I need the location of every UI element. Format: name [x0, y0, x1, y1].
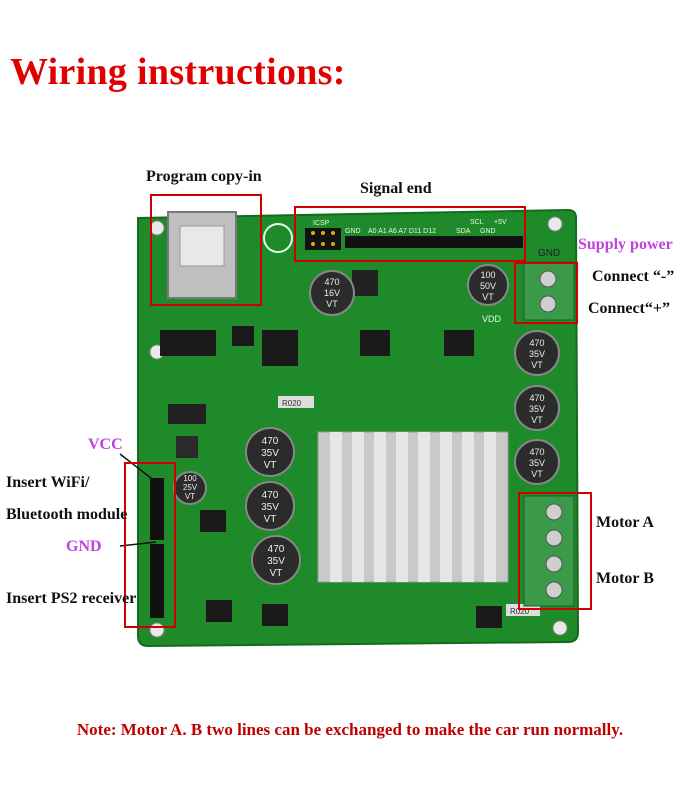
gnd-pin-silkscreen: GND — [480, 228, 496, 235]
icsp-header — [305, 228, 341, 250]
chip — [262, 604, 288, 626]
svg-text:470: 470 — [529, 393, 544, 403]
program-copy-in-label: Program copy-in — [146, 168, 262, 185]
vdd-silkscreen: VDD — [482, 314, 502, 324]
shunt-resistor-label: R020 — [510, 607, 530, 616]
svg-text:100: 100 — [183, 474, 197, 483]
svg-text:35V: 35V — [261, 502, 279, 513]
chip — [232, 326, 254, 346]
svg-text:VT: VT — [531, 469, 543, 479]
sda-silkscreen: SDA — [456, 228, 471, 235]
shunt-resistor — [278, 396, 314, 408]
ps2-header — [150, 544, 164, 618]
chip — [160, 330, 216, 356]
svg-text:35V: 35V — [529, 349, 545, 359]
wifi-bluetooth-header — [150, 478, 164, 540]
svg-text:470: 470 — [268, 544, 285, 555]
icsp-silkscreen: ICSP — [313, 220, 330, 227]
heatsink — [317, 431, 509, 583]
scl-silkscreen: SCL — [470, 219, 484, 226]
mounting-hole — [552, 620, 568, 636]
gnd-terminal-silkscreen: GND — [538, 248, 560, 259]
capacitor-100-25v: 100 25V VT — [173, 471, 207, 505]
chip — [200, 510, 226, 532]
motor-box — [518, 492, 592, 610]
bluetooth-module-label: Bluetooth module — [6, 506, 128, 523]
vcc-label: VCC — [88, 436, 123, 453]
capacitor-470-35v: 470 35V VT — [514, 385, 560, 431]
capacitor-100-50v: 100 50V VT — [467, 264, 509, 306]
board-logo — [263, 223, 293, 253]
insert-ps2-label: Insert PS2 receiver — [6, 590, 137, 607]
supply-power-label: Supply power — [578, 236, 673, 253]
chip — [168, 404, 206, 424]
connect-plus-label: Connect“+” — [588, 300, 670, 317]
svg-text:100: 100 — [480, 270, 495, 280]
chip — [476, 606, 502, 628]
pins-silkscreen: A0 A1 A6 A7 D11 D12 — [368, 228, 436, 235]
gnd-silkscreen: GND — [345, 228, 361, 235]
capacitor-470-16v: 470 16V VT — [309, 270, 355, 316]
motor-a-label: Motor A — [596, 514, 654, 531]
svg-text:16V: 16V — [324, 288, 340, 298]
gnd-label: GND — [66, 538, 102, 555]
svg-text:VT: VT — [531, 415, 543, 425]
shunt-resistor-label: R020 — [282, 399, 302, 408]
svg-text:VT: VT — [531, 360, 543, 370]
connect-minus-label: Connect “-” — [592, 268, 675, 285]
chip — [360, 330, 390, 356]
capacitor-470-35v: 470 35V VT — [245, 481, 295, 531]
insert-wifi-label: Insert WiFi/ — [6, 474, 90, 491]
supply-power-box — [514, 262, 578, 324]
svg-text:VT: VT — [270, 568, 283, 579]
svg-text:VT: VT — [482, 292, 494, 302]
svg-text:35V: 35V — [261, 448, 279, 459]
chip — [262, 330, 298, 366]
svg-text:470: 470 — [324, 277, 339, 287]
svg-text:VT: VT — [264, 460, 277, 471]
svg-text:50V: 50V — [480, 281, 496, 291]
5v-silkscreen: +5V — [494, 219, 507, 226]
chip — [206, 600, 232, 622]
inductor — [176, 436, 198, 458]
motor-terminal-block — [523, 495, 575, 607]
power-terminal-block — [523, 261, 575, 321]
vcc-pointer — [119, 453, 157, 483]
svg-text:35V: 35V — [529, 404, 545, 414]
svg-text:35V: 35V — [267, 556, 285, 567]
svg-text:VT: VT — [326, 299, 338, 309]
svg-text:VT: VT — [185, 492, 195, 501]
svg-text:470: 470 — [262, 490, 279, 501]
page-title: Wiring instructions: — [10, 51, 346, 93]
gnd-pointer — [119, 541, 157, 547]
capacitor-470-35v: 470 35V VT — [514, 330, 560, 376]
svg-text:VT: VT — [264, 514, 277, 525]
capacitor-470-35v: 470 35V VT — [514, 439, 560, 485]
svg-text:35V: 35V — [529, 458, 545, 468]
svg-text:470: 470 — [529, 447, 544, 457]
motor-note: Note: Motor A. B two lines can be exchan… — [76, 720, 624, 739]
svg-text:25V: 25V — [183, 483, 198, 492]
svg-text:470: 470 — [529, 338, 544, 348]
chip — [444, 330, 474, 356]
motor-b-label: Motor B — [596, 570, 654, 587]
signal-end-label: Signal end — [360, 180, 432, 197]
chip — [352, 270, 378, 296]
capacitor-470-35v: 470 35V VT — [245, 427, 295, 477]
svg-text:470: 470 — [262, 436, 279, 447]
left-header-box — [124, 462, 176, 628]
signal-end-box — [294, 206, 526, 262]
shunt-resistor — [506, 604, 540, 616]
signal-pin-header — [345, 236, 523, 248]
program-copy-in-box — [150, 194, 262, 306]
capacitor-470-35v: 470 35V VT — [251, 535, 301, 585]
mounting-hole — [547, 216, 563, 232]
